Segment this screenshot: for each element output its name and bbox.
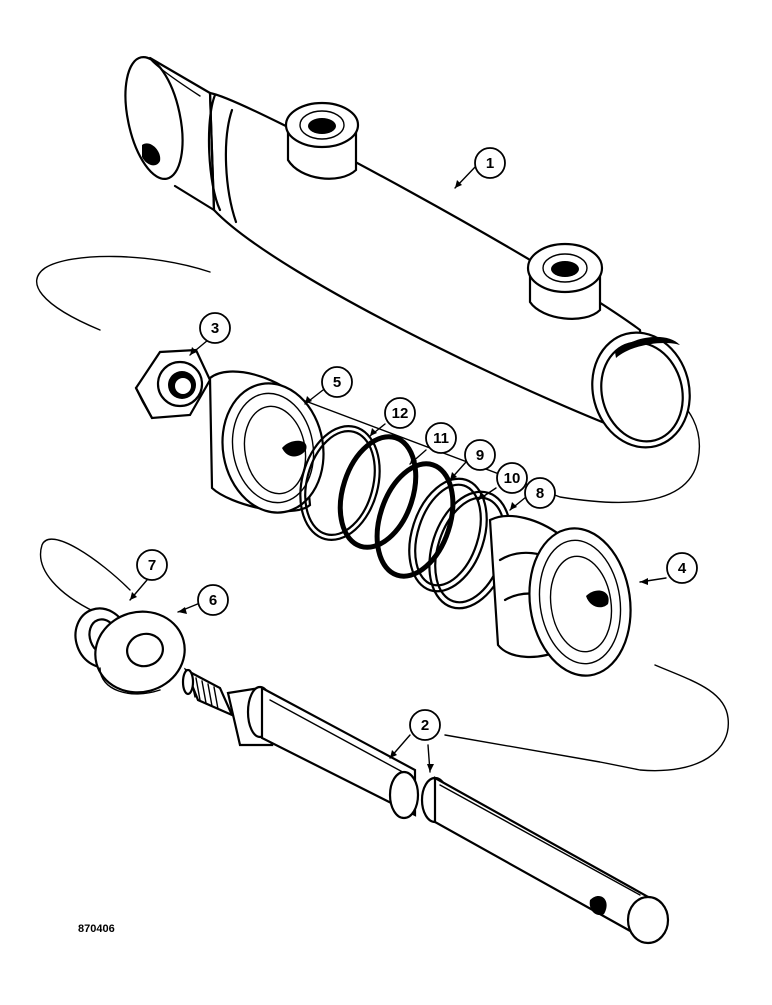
callout-6-label: 6: [209, 592, 217, 609]
callout-5: 5: [321, 366, 353, 398]
callout-9-label: 9: [476, 447, 484, 464]
callout-2-label: 2: [421, 717, 429, 734]
callout-8-label: 8: [536, 485, 544, 502]
callout-3-label: 3: [211, 320, 219, 337]
callout-4: 4: [666, 552, 698, 584]
callout-10: 10: [496, 462, 528, 494]
callout-4-label: 4: [678, 560, 687, 577]
callout-5-label: 5: [333, 374, 341, 391]
piston-rod: [181, 667, 670, 945]
callout-11-label: 11: [433, 430, 449, 447]
callout-10-label: 10: [504, 470, 521, 487]
callout-8: 8: [524, 477, 556, 509]
assembly-outline-lower: [39, 538, 729, 772]
figure-id: 870406: [78, 923, 115, 935]
callout-9: 9: [464, 439, 496, 471]
lock-nut: [134, 348, 212, 420]
callout-11: 11: [425, 422, 457, 454]
callout-12: 12: [384, 397, 416, 429]
callout-3: 3: [199, 312, 231, 344]
callout-12-label: 12: [392, 405, 409, 422]
callout-2: 2: [409, 709, 441, 741]
washer-large: [94, 610, 186, 695]
piston: [488, 515, 632, 677]
leader-lines: [129, 164, 667, 773]
cylinder-barrel: [124, 56, 691, 449]
callout-7-label: 7: [148, 557, 156, 574]
callout-1: 1: [474, 147, 506, 179]
gland-head: [208, 370, 325, 514]
callout-6: 6: [197, 584, 229, 616]
seal-rings: [299, 425, 512, 610]
callout-7: 7: [136, 549, 168, 581]
callout-1-label: 1: [486, 155, 494, 172]
